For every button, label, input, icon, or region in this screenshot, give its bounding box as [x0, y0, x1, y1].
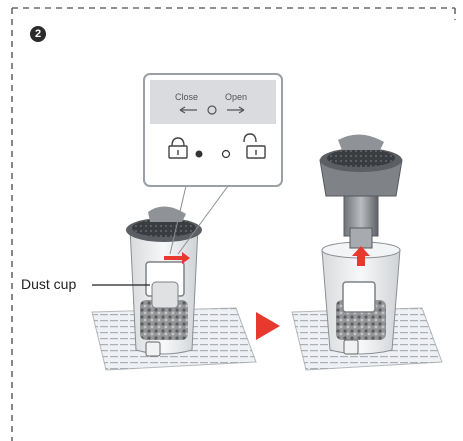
dust-cup-label: Dust cup [21, 276, 76, 292]
close-label: Close [175, 92, 198, 102]
open-label: Open [225, 92, 247, 102]
cyclone-top-right [320, 134, 402, 248]
lock-callout [144, 74, 282, 186]
dashed-border [12, 8, 455, 441]
dust-cup-left [126, 206, 202, 356]
step-number-badge: 2 [30, 26, 46, 42]
lock-indicator-dot [196, 151, 203, 158]
next-step-arrow [256, 312, 280, 340]
